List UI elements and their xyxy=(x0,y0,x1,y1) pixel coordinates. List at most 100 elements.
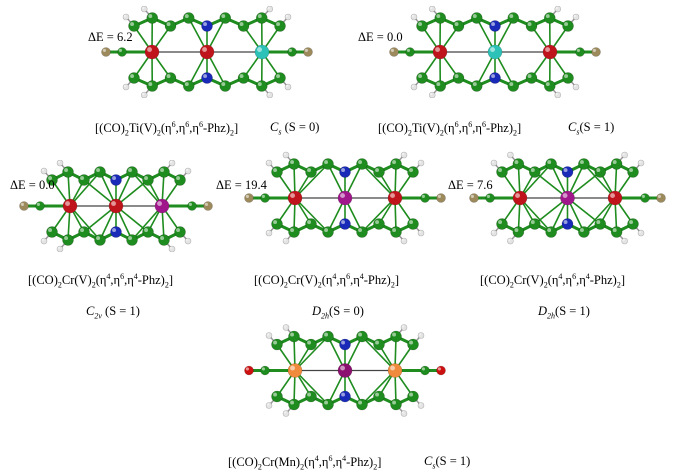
carbon-atom xyxy=(271,218,283,230)
atom-highlight xyxy=(638,230,641,233)
state-label: Cs(S = 1) xyxy=(424,454,471,471)
hydrogen-atom xyxy=(265,402,273,409)
carbon-atom xyxy=(452,20,465,32)
atom-highlight xyxy=(176,228,180,232)
atom-highlight xyxy=(128,236,132,240)
metal-atom xyxy=(254,44,270,60)
atom-highlight xyxy=(610,193,615,198)
carbon-atom xyxy=(255,80,268,92)
atom-highlight xyxy=(411,14,414,17)
nitrogen-atom xyxy=(201,20,213,32)
atom-highlight xyxy=(144,228,148,232)
atom-highlight xyxy=(358,332,362,337)
nitrogen-atom xyxy=(339,166,351,178)
carbon-atom xyxy=(627,166,639,178)
atom-highlight xyxy=(123,84,126,87)
hydrogen-atom xyxy=(507,151,514,159)
atom-highlight xyxy=(392,332,396,337)
atom-highlight xyxy=(239,74,244,78)
carbon-atom xyxy=(78,174,90,186)
atom-highlight xyxy=(622,238,625,241)
atom-highlight xyxy=(421,194,425,198)
carbon-atom xyxy=(390,158,402,170)
atom-highlight xyxy=(324,332,328,337)
molecule-ti-cs-s1 xyxy=(389,6,601,98)
carbon-atom xyxy=(182,80,195,92)
atom-highlight xyxy=(547,228,552,232)
atom-highlight xyxy=(436,14,441,18)
hydrogen-atom xyxy=(40,167,48,175)
carbon-atom xyxy=(146,80,159,92)
atom-highlight xyxy=(491,160,494,163)
atom-highlight xyxy=(169,160,172,163)
carbon-atom xyxy=(528,166,541,178)
atom-highlight xyxy=(290,365,295,371)
metal-atom xyxy=(287,190,303,206)
hydrogen-atom xyxy=(507,237,514,245)
carbon-atom xyxy=(219,12,232,24)
hydrogen-atom xyxy=(284,83,292,91)
atom-highlight xyxy=(498,168,502,172)
carbon-atom xyxy=(158,234,170,246)
carbon-atom xyxy=(356,158,368,170)
carbon-atom xyxy=(305,218,317,230)
hydrogen-atom xyxy=(400,237,408,245)
formula-label: [(CO)2Cr(Mn)2(η4,η6,η4-Phz)2] xyxy=(228,454,382,472)
carbon-atom xyxy=(288,398,300,411)
bond xyxy=(294,163,329,199)
carbon-atom xyxy=(562,72,574,84)
atom-highlight xyxy=(267,6,270,9)
oxygen-atom xyxy=(101,47,111,57)
atom-highlight xyxy=(657,194,661,198)
atom-highlight xyxy=(57,160,60,163)
atom-highlight xyxy=(304,48,308,52)
carbon-atom xyxy=(528,218,541,230)
formula-label: [(CO)2Cr(V)2(η4,η6,η4-Phz)2] xyxy=(480,272,626,290)
atom-highlight xyxy=(530,168,535,172)
carbon-atom xyxy=(164,72,177,84)
carbon-atom xyxy=(407,218,419,230)
hydrogen-atom xyxy=(122,13,130,21)
energy-label: ΔE = 19.4 xyxy=(216,178,267,192)
atom-highlight xyxy=(221,14,226,18)
atom-highlight xyxy=(20,202,24,206)
carbon-atom xyxy=(94,234,106,246)
carbon-atom xyxy=(452,72,465,84)
metal-atom xyxy=(387,190,403,206)
carbon-atom xyxy=(420,193,430,203)
atom-highlight xyxy=(239,22,244,27)
oxygen-atom xyxy=(436,365,446,376)
atom-highlight xyxy=(80,228,84,232)
hydrogen-atom xyxy=(400,410,408,417)
carbon-atom xyxy=(578,158,590,170)
carbon-atom xyxy=(260,365,270,376)
carbon-atom xyxy=(35,201,45,211)
hydrogen-atom xyxy=(417,159,425,167)
metal-atom xyxy=(199,44,215,60)
atom-highlight xyxy=(418,160,421,163)
atom-highlight xyxy=(261,367,265,371)
carbon-atom xyxy=(640,193,650,203)
atom-highlight xyxy=(430,92,433,95)
atom-highlight xyxy=(573,84,576,87)
formula-label: [(CO)2Cr(V)2(η4,η6,η4-Phz)2] xyxy=(28,272,174,290)
atom-highlight xyxy=(629,168,633,172)
metal-atom xyxy=(432,44,448,60)
oxygen-atom xyxy=(591,47,601,57)
carbon-atom xyxy=(470,80,483,92)
state-label: C2v (S = 1) xyxy=(86,304,140,321)
hydrogen-atom xyxy=(168,245,176,252)
carbon-atom xyxy=(305,338,317,351)
carbon-atom xyxy=(434,80,447,92)
atom-highlight xyxy=(375,340,379,345)
carbon-atom xyxy=(545,158,557,170)
atom-highlight xyxy=(638,160,641,163)
bond xyxy=(361,197,396,233)
hydrogen-atom xyxy=(572,83,580,91)
atom-highlight xyxy=(454,74,459,78)
atom-highlight xyxy=(160,236,164,240)
energy-label: ΔE = 0.0 xyxy=(358,30,403,44)
atom-highlight xyxy=(596,168,601,172)
atom-highlight xyxy=(266,160,269,163)
atom-highlight xyxy=(96,168,100,172)
